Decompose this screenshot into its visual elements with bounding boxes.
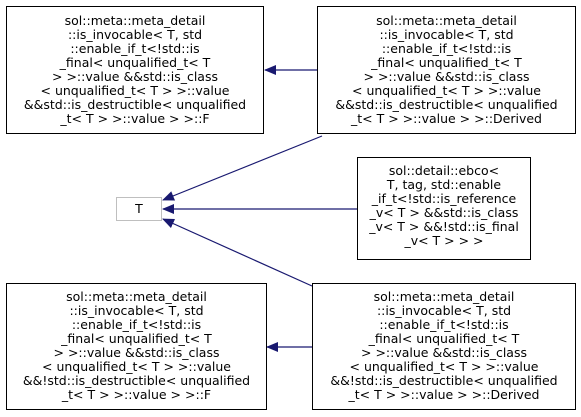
node-text-line: < unqualified_t< T > >::value xyxy=(40,83,230,98)
node-text-line: _t< T > >::value > >::Derived xyxy=(351,111,542,126)
class-node-is-invocable-not-destructible-derived[interactable]: sol::meta::meta_detail::is_invocable< T,… xyxy=(312,283,576,410)
node-text-line: sol::meta::meta_detail xyxy=(64,13,206,28)
node-text-line: _v< T > > > xyxy=(404,233,484,248)
node-text-line: _v< T > &&!std::is_final xyxy=(369,219,519,234)
class-node-detail-ebco[interactable]: sol::detail::ebco< T, tag, std::enable_i… xyxy=(357,157,531,260)
node-text-line: _final< unqualified_t< T xyxy=(61,331,212,346)
node-text-line: T xyxy=(135,201,143,216)
node-text-line: > >::value &&std::is_class xyxy=(53,345,220,360)
node-text-line: _final< unqualified_t< T xyxy=(59,55,211,70)
node-text-line: > >::value &&std::is_class xyxy=(363,69,530,84)
node-text-line: &&!std::is_destructible< unqualified xyxy=(330,373,558,388)
node-text-line: _t< T > >::value > >::F xyxy=(61,387,212,402)
node-text-line: ::is_invocable< T, std xyxy=(379,27,514,42)
class-node-is-invocable-destructible-derived[interactable]: sol::meta::meta_detail::is_invocable< T,… xyxy=(317,6,576,134)
edge-top-right-to-t xyxy=(162,135,323,201)
class-node-is-invocable-destructible-f[interactable]: sol::meta::meta_detail::is_invocable< T,… xyxy=(6,6,264,134)
node-text-line: < unqualified_t< T > >::value xyxy=(352,83,541,98)
node-text-line: ::is_invocable< T, std xyxy=(376,303,512,318)
node-text-line: _t< T > >::value > >::Derived xyxy=(348,387,540,402)
node-text-line: &&!std::is_destructible< unqualified xyxy=(22,373,251,388)
node-text-line: ::is_invocable< T, std xyxy=(67,27,203,42)
edge-bottom-right-to-t xyxy=(162,218,313,287)
node-text-line: < unqualified_t< T > >::value xyxy=(349,359,539,374)
node-text-line: sol::meta::meta_detail xyxy=(376,13,517,28)
node-text-line: &&std::is_destructible< unqualified xyxy=(23,97,247,112)
node-text-line: < unqualified_t< T > >::value xyxy=(42,359,231,374)
node-text-line: _final< unqualified_t< T xyxy=(368,331,520,346)
node-text-line: sol::meta::meta_detail xyxy=(66,289,207,304)
class-node-is-invocable-not-destructible-f[interactable]: sol::meta::meta_detail::is_invocable< T,… xyxy=(6,283,267,410)
node-text-line: ::enable_if_t<!std::is xyxy=(381,41,512,56)
node-text-line: > >::value &&std::is_class xyxy=(52,69,218,84)
node-text-line: ::enable_if_t<!std::is xyxy=(70,41,200,56)
node-text-line: _if_t<!std::is_reference xyxy=(371,191,517,206)
node-text-line: &&std::is_destructible< unqualified xyxy=(335,97,558,112)
node-text-line: _v< T > &&std::is_class xyxy=(369,205,519,220)
node-text-line: ::enable_if_t<!std::is xyxy=(379,317,509,332)
node-text-line: _final< unqualified_t< T xyxy=(371,55,522,70)
node-text-line: _t< T > >::value > >::F xyxy=(60,111,210,126)
node-text-line: sol::meta::meta_detail xyxy=(373,289,515,304)
node-text-line: ::is_invocable< T, std xyxy=(69,303,204,318)
node-text-line: ::enable_if_t<!std::is xyxy=(71,317,202,332)
node-text-line: > >::value &&std::is_class xyxy=(361,345,527,360)
node-text-line: T, tag, std::enable xyxy=(386,177,502,192)
node-text-line: sol::detail::ebco< xyxy=(388,163,500,178)
template-param-t-node[interactable]: T xyxy=(116,197,162,221)
